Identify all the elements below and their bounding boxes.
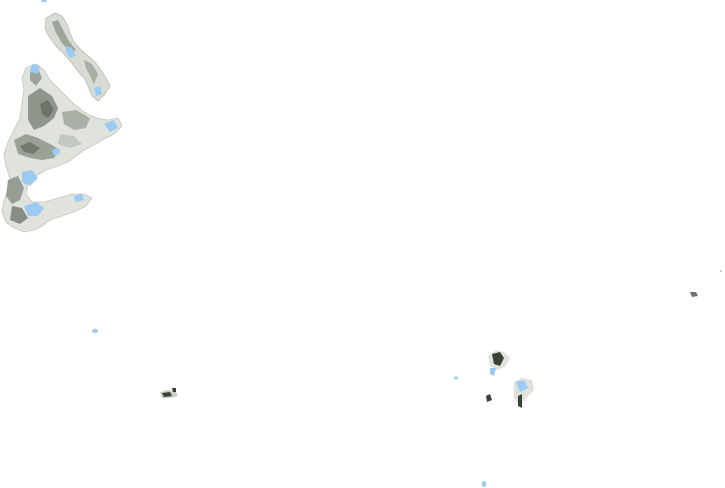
central-island-north-dark: [492, 352, 504, 366]
terrain-shadow-4: [20, 142, 40, 154]
central-pond: [454, 376, 458, 380]
terrain-shadow-5: [6, 176, 24, 204]
central-islet-west: [486, 394, 492, 402]
central-island-south-water: [516, 380, 528, 392]
east-islet-shape: [690, 292, 698, 297]
lake-small-1: [52, 148, 60, 156]
terrain-shadow-6: [10, 206, 28, 224]
top-left-speck: [41, 0, 47, 3]
central-island-cluster: [454, 350, 534, 408]
central-island-south-dark: [518, 394, 522, 408]
landmass-north-ridge: [52, 20, 76, 52]
terrain-shadow-2: [40, 100, 54, 118]
lake-north: [66, 46, 76, 58]
west-island-dark-2: [172, 388, 176, 392]
terrain-highlight-1: [58, 134, 82, 148]
terrain-shadow-7: [62, 110, 90, 130]
lake-upper-inlet: [94, 86, 102, 96]
lake-south: [24, 202, 44, 216]
lake-small-2: [74, 194, 84, 202]
south-pond: [481, 481, 487, 487]
small-west-island: [160, 388, 178, 398]
landmass-north-ridge-2: [84, 60, 98, 84]
far-east-islet: [690, 270, 722, 297]
west-island-dark: [162, 392, 172, 397]
lake-central: [22, 170, 38, 186]
northwest-landmass: [1, 12, 123, 233]
lake-east-inlet: [104, 120, 118, 132]
small-west-pond: [92, 328, 98, 334]
lake-northwest: [30, 64, 40, 74]
east-islet-dot: [720, 270, 722, 272]
central-island-north-water: [490, 368, 496, 376]
